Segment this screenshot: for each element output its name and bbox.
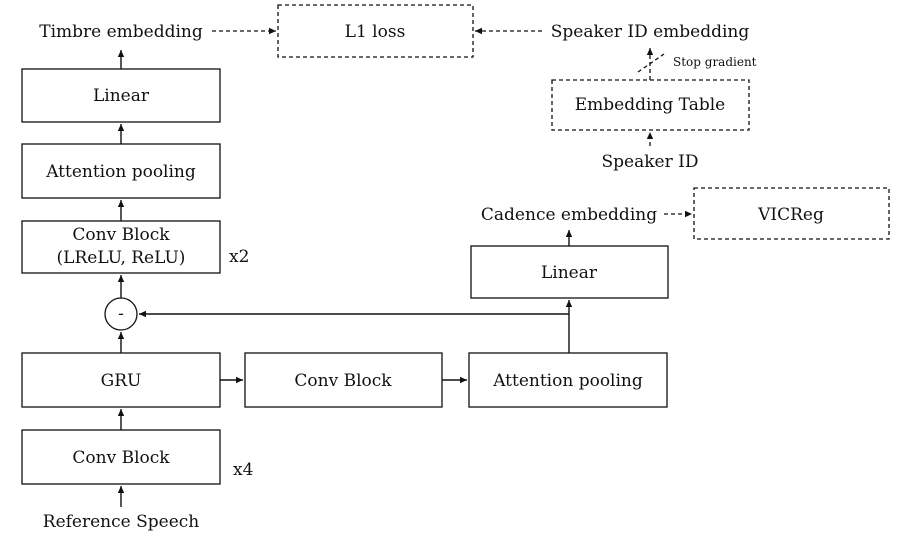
- gru-label: GRU: [101, 371, 142, 391]
- gru-box: [21, 352, 221, 408]
- conv-block-bottom-label: Conv Block: [72, 448, 170, 468]
- attention-pooling-left-label: Attention pooling: [45, 162, 196, 182]
- subtract-symbol: -: [118, 304, 124, 324]
- linear-right-label: Linear: [541, 263, 598, 283]
- l1-loss-box: [277, 4, 474, 58]
- embedding-table-box: [551, 79, 750, 131]
- attention-pooling-right-box: [468, 352, 668, 408]
- l1-loss-label: L1 loss: [345, 22, 406, 42]
- speaker-id-embedding-label: Speaker ID embedding: [551, 22, 750, 42]
- conv-block-top-label-line2: (LReLU, ReLU): [57, 248, 186, 268]
- embedding-table-label: Embedding Table: [575, 95, 725, 115]
- attention-pooling-right-label: Attention pooling: [492, 371, 643, 391]
- linear-left-label: Linear: [93, 86, 150, 106]
- conv-block-top-box: [21, 220, 221, 274]
- conv-block-bottom-box: [21, 429, 221, 485]
- conv-block-top-label-line1: Conv Block: [72, 225, 170, 245]
- cadence-embedding-label: Cadence embedding: [481, 205, 657, 225]
- stop-gradient-mark: [637, 53, 665, 73]
- vicreg-label: VICReg: [757, 205, 824, 225]
- speaker-id-label: Speaker ID: [602, 152, 699, 172]
- conv-block-middle-label: Conv Block: [294, 371, 392, 391]
- repeat-x4-label: x4: [233, 460, 253, 480]
- linear-right-box: [470, 245, 669, 299]
- stop-gradient-label: Stop gradient: [673, 55, 757, 69]
- attention-pooling-left-box: [21, 143, 221, 199]
- timbre-embedding-label: Timbre embedding: [39, 22, 203, 42]
- vicreg-box: [693, 187, 890, 240]
- repeat-x2-label: x2: [229, 247, 249, 267]
- linear-left-box: [21, 68, 221, 123]
- reference-speech-label: Reference Speech: [43, 512, 200, 532]
